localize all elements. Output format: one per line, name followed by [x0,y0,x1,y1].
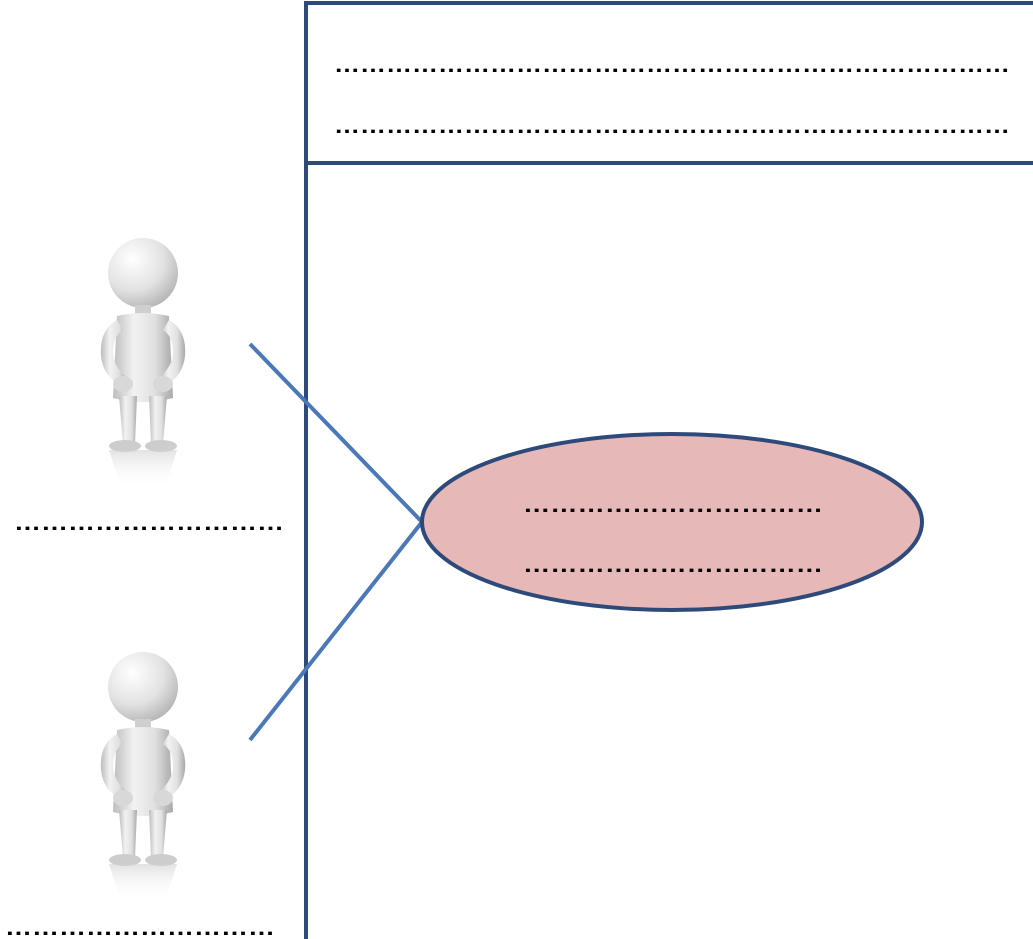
use-case-label-line-2: …………………………… [523,552,823,577]
association-line-actor-1 [248,342,424,524]
use-case-label-line-1: …………………………… [523,492,823,517]
person-figure-icon [100,652,186,902]
system-boundary [304,1,1033,939]
use-case-ellipse [420,432,924,612]
person-figure-icon [100,238,186,488]
system-title-line-1: …………………………………………………………………… [334,52,1010,77]
actor-2-label: ………………………… [5,915,275,939]
system-title-line-2: …………………………………………………………………… [334,113,1010,138]
association-line-actor-2 [248,520,424,742]
actor-1: ………………………… [14,238,284,535]
actor-2: ………………………… [5,652,275,939]
actor-1-label: ………………………… [14,510,284,535]
